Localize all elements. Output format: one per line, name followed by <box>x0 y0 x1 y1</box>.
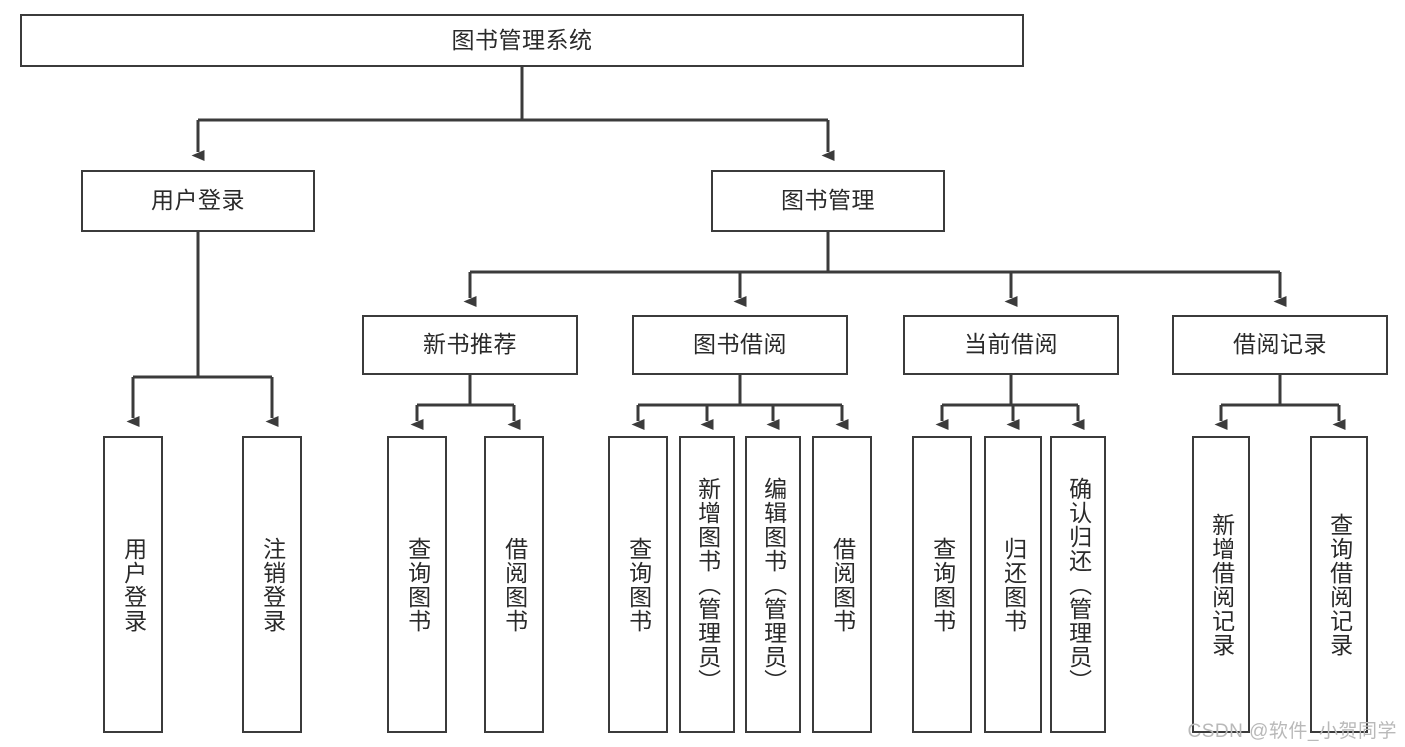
node-label: 新增图书（管理员） <box>694 477 721 693</box>
node-leaf-confirm-return-admin[interactable]: 确认归还（管理员） <box>1050 436 1106 733</box>
node-label: 编辑图书（管理员） <box>760 477 787 693</box>
node-leaf-add-book-admin[interactable]: 新增图书（管理员） <box>679 436 735 733</box>
node-leaf-add-borrow-record[interactable]: 新增借阅记录 <box>1192 436 1250 733</box>
node-label: 借阅图书 <box>501 537 528 633</box>
node-borrow-record[interactable]: 借阅记录 <box>1172 315 1388 375</box>
node-user-login[interactable]: 用户登录 <box>81 170 315 232</box>
node-label: 归还图书 <box>1000 537 1027 633</box>
node-label: 新增借阅记录 <box>1208 513 1235 657</box>
node-label: 查询借阅记录 <box>1326 513 1353 657</box>
node-label: 借阅记录 <box>1233 331 1327 358</box>
node-new-book-recommend[interactable]: 新书推荐 <box>362 315 578 375</box>
node-leaf-borrow-book-2[interactable]: 借阅图书 <box>812 436 872 733</box>
node-label: 借阅图书 <box>829 537 856 633</box>
node-leaf-return-book[interactable]: 归还图书 <box>984 436 1042 733</box>
node-leaf-query-book-2[interactable]: 查询图书 <box>608 436 668 733</box>
node-leaf-query-book-1[interactable]: 查询图书 <box>387 436 447 733</box>
node-book-management[interactable]: 图书管理 <box>711 170 945 232</box>
node-label: 图书管理系统 <box>451 26 593 53</box>
node-leaf-logout[interactable]: 注销登录 <box>242 436 302 733</box>
node-label: 图书借阅 <box>693 331 787 358</box>
node-book-borrow[interactable]: 图书借阅 <box>632 315 848 375</box>
node-book-management-system[interactable]: 图书管理系统 <box>20 14 1024 67</box>
node-label: 新书推荐 <box>423 331 517 358</box>
node-leaf-query-borrow-record[interactable]: 查询借阅记录 <box>1310 436 1368 733</box>
node-label: 用户登录 <box>151 187 245 214</box>
csdn-watermark: CSDN @软件_小贺同学 <box>1187 721 1397 742</box>
node-label: 查询图书 <box>404 537 431 633</box>
node-label: 确认归还（管理员） <box>1065 477 1092 693</box>
node-label: 查询图书 <box>929 537 956 633</box>
node-leaf-borrow-book-1[interactable]: 借阅图书 <box>484 436 544 733</box>
node-label: 查询图书 <box>625 537 652 633</box>
node-label: 用户登录 <box>120 537 147 633</box>
node-leaf-user-login[interactable]: 用户登录 <box>103 436 163 733</box>
node-label: 当前借阅 <box>964 331 1058 358</box>
node-label: 注销登录 <box>259 537 286 633</box>
node-leaf-edit-book-admin[interactable]: 编辑图书（管理员） <box>745 436 801 733</box>
node-label: 图书管理 <box>781 187 875 214</box>
node-leaf-query-book-3[interactable]: 查询图书 <box>912 436 972 733</box>
node-current-borrow[interactable]: 当前借阅 <box>903 315 1119 375</box>
